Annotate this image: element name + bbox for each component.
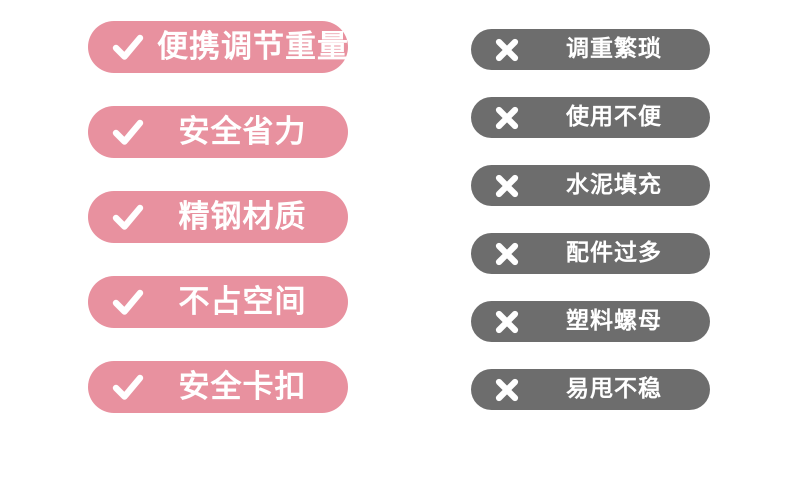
pro-item-4[interactable]: 不占空间 — [88, 276, 348, 328]
con-item-6[interactable]: 易甩不稳 — [471, 369, 710, 410]
con-item-label: 易甩不稳 — [566, 376, 662, 402]
con-item-4[interactable]: 配件过多 — [471, 233, 710, 274]
check-icon — [108, 282, 148, 322]
con-item-label: 使用不便 — [566, 104, 662, 130]
con-item-label: 配件过多 — [566, 240, 662, 266]
cross-icon — [492, 307, 522, 337]
pro-item-label: 精钢材质 — [178, 198, 307, 235]
pro-item-3[interactable]: 精钢材质 — [88, 191, 348, 243]
cons-column: 调重繁琐 使用不便 水泥填充 配件过多 — [471, 29, 710, 410]
con-item-3[interactable]: 水泥填充 — [471, 165, 710, 206]
pro-item-label: 安全卡扣 — [178, 368, 307, 405]
pros-column: 便携调节重量 安全省力 精钢材质 不占空 — [88, 21, 348, 413]
con-item-5[interactable]: 塑料螺母 — [471, 301, 710, 342]
con-item-1[interactable]: 调重繁琐 — [471, 29, 710, 70]
pro-item-label: 安全省力 — [178, 113, 307, 150]
cross-icon — [492, 171, 522, 201]
pro-item-2[interactable]: 安全省力 — [88, 106, 348, 158]
con-item-2[interactable]: 使用不便 — [471, 97, 710, 138]
cross-icon — [492, 239, 522, 269]
check-icon — [108, 197, 148, 237]
check-icon — [108, 112, 148, 152]
cross-icon — [492, 375, 522, 405]
pro-item-5[interactable]: 安全卡扣 — [88, 361, 348, 413]
cross-icon — [492, 35, 522, 65]
cross-icon — [492, 103, 522, 133]
check-icon — [108, 27, 148, 67]
con-item-label: 调重繁琐 — [566, 36, 662, 62]
con-item-label: 水泥填充 — [566, 172, 662, 198]
pro-item-1[interactable]: 便携调节重量 — [88, 21, 348, 73]
con-item-label: 塑料螺母 — [566, 308, 662, 334]
pro-item-label: 不占空间 — [178, 283, 307, 320]
pro-item-label: 便携调节重量 — [157, 28, 349, 65]
check-icon — [108, 367, 148, 407]
